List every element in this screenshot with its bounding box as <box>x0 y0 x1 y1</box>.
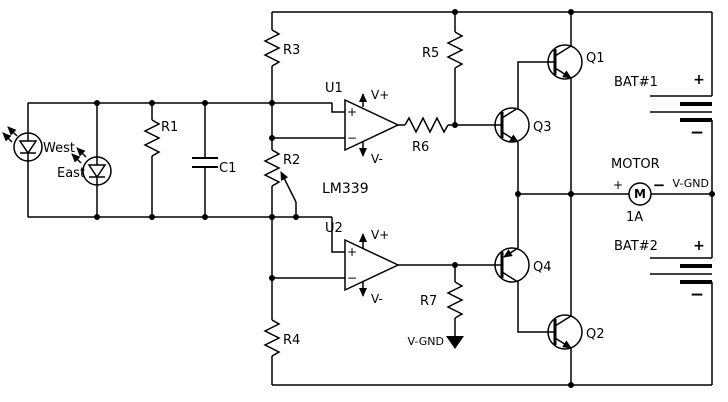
r6-label: R6 <box>412 140 429 155</box>
east-led <box>71 147 112 186</box>
r7-resistor <box>446 281 464 319</box>
r5-resistor <box>446 31 464 69</box>
r1-label: R1 <box>161 120 178 135</box>
r4-label: R4 <box>283 333 300 348</box>
ic-label: LM339 <box>322 181 369 197</box>
q2-transistor <box>547 314 583 350</box>
bat1-battery <box>650 95 712 122</box>
u2-comparator <box>344 233 400 297</box>
bat2-minus-label: − <box>690 285 704 305</box>
r4-resistor <box>263 319 281 357</box>
u1-noninv-input-label: + <box>347 105 357 119</box>
u1-inv-input-label: − <box>347 131 357 145</box>
u2-vplus-label: V+ <box>371 228 389 242</box>
motor-symbol <box>628 182 652 206</box>
vgnd-bottom-label: V-GND <box>408 335 444 348</box>
c1-capacitor <box>192 157 218 168</box>
u2-noninv-input-label: + <box>347 245 357 259</box>
q2-label: Q2 <box>586 327 605 342</box>
q4-label: Q4 <box>533 260 552 275</box>
junction-dots <box>94 9 715 388</box>
motor-plus-label: + <box>613 178 623 192</box>
u2-inv-input-label: − <box>347 271 357 285</box>
u1-label: U1 <box>325 81 343 96</box>
bat2-plus-label: + <box>693 238 705 254</box>
motor-label: MOTOR <box>611 157 660 172</box>
u1-vplus-label: V+ <box>371 88 389 102</box>
u1-vminus-label: V- <box>371 152 383 166</box>
ground-symbol <box>446 336 464 349</box>
resistors <box>143 29 464 357</box>
q1-label: Q1 <box>586 51 605 66</box>
q3-label: Q3 <box>533 120 552 135</box>
motor-m-label: M <box>634 187 646 201</box>
r2-wiper-arrow <box>280 171 297 203</box>
bat1-plus-label: + <box>693 72 705 88</box>
r2-label: R2 <box>283 153 300 168</box>
bat2-label: BAT#2 <box>614 239 658 254</box>
u1-comparator <box>344 93 400 157</box>
u2-vminus-label: V- <box>371 292 383 306</box>
west-led <box>2 126 43 162</box>
east-label: East <box>57 166 85 181</box>
c1-label: C1 <box>219 161 236 176</box>
light-arrow-icon <box>2 132 13 143</box>
u2-label: U2 <box>325 221 343 236</box>
r5-label: R5 <box>422 46 439 61</box>
r1-resistor <box>143 119 161 157</box>
west-label: West <box>43 141 75 156</box>
r6-resistor <box>404 116 449 134</box>
r2-potentiometer <box>263 149 281 187</box>
q3-transistor <box>494 107 530 143</box>
light-arrow-icon <box>7 126 18 137</box>
bat1-minus-label: − <box>690 123 704 143</box>
motor-minus-label: − <box>653 176 666 194</box>
r3-label: R3 <box>283 43 300 58</box>
light-arrow-icon <box>71 153 82 164</box>
bat2-battery <box>650 257 712 284</box>
motor-current-label: 1A <box>626 210 643 225</box>
wires <box>27 11 713 386</box>
q4-transistor <box>494 247 530 283</box>
labels: West East R1 C1 R3 R2 R4 R5 R6 R7 U1 U2 … <box>43 43 709 348</box>
light-arrow-icon <box>76 147 87 158</box>
vgnd-right-label: V-GND <box>673 177 709 190</box>
q1-transistor <box>547 44 583 80</box>
r7-label: R7 <box>420 294 437 309</box>
r3-resistor <box>263 29 281 67</box>
bat1-label: BAT#1 <box>614 75 658 90</box>
